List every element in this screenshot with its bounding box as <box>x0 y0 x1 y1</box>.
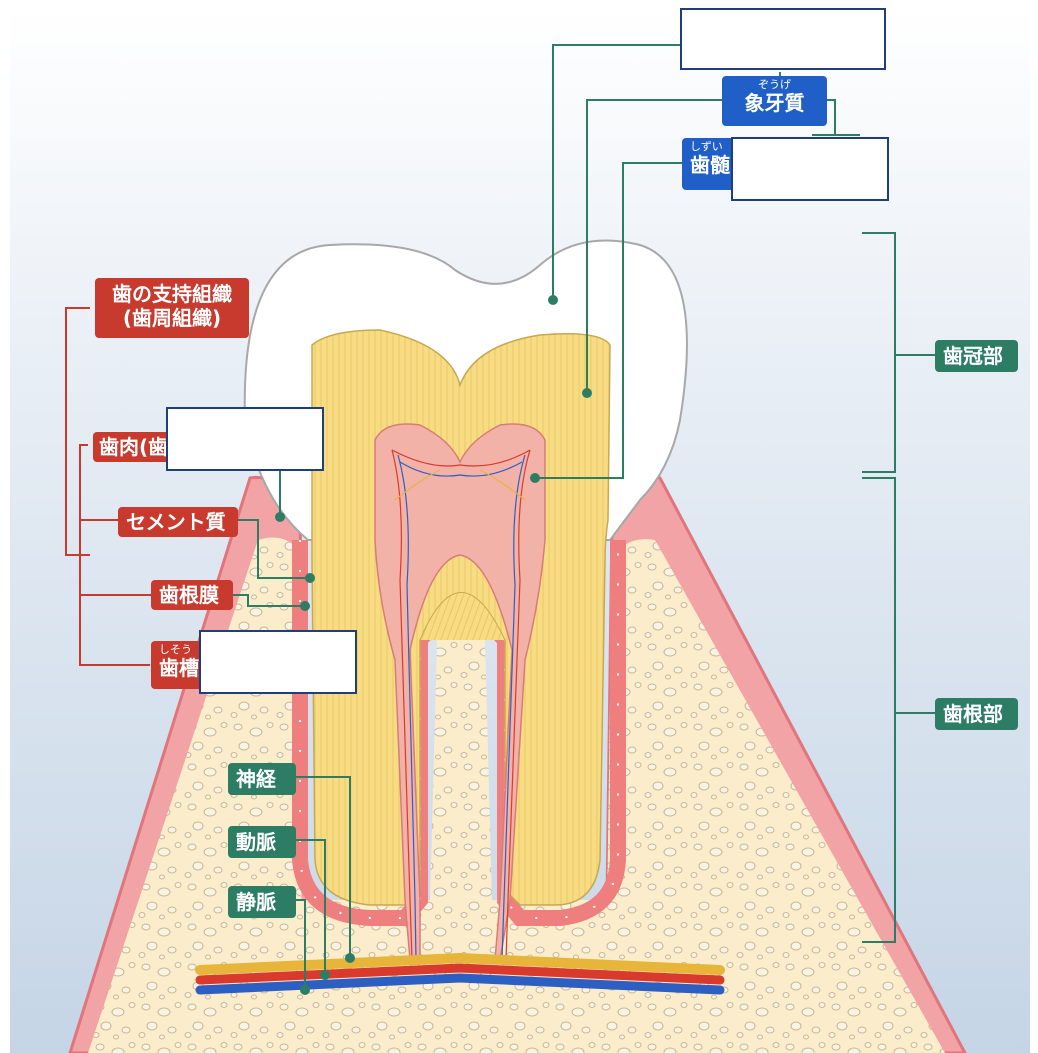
alveolar-bone-text: 歯槽 <box>159 656 203 680</box>
vein-label: 静脈 <box>228 886 296 918</box>
pulp-ruby: しずい <box>690 141 734 153</box>
answer-box-gingiva[interactable] <box>166 407 324 471</box>
crown-label: 歯冠部 <box>935 340 1018 372</box>
alveolar-bone-ruby: しそう <box>159 644 203 656</box>
periodontal-ligament-label: 歯根膜 <box>151 580 233 610</box>
dentin-ruby: ぞうげ <box>730 79 819 91</box>
artery-text: 動脈 <box>236 830 288 854</box>
periodontal-ligament-text: 歯根膜 <box>159 583 225 607</box>
nerve-text: 神経 <box>236 767 288 791</box>
vein-text: 静脈 <box>236 890 288 914</box>
support-tissue-title: 歯の支持組織 <box>101 282 243 306</box>
pulp-text: 歯髄 <box>690 153 734 177</box>
answer-box-pulp[interactable] <box>731 137 889 201</box>
root-label: 歯根部 <box>935 698 1018 730</box>
cementum-text: セメント質 <box>126 510 230 534</box>
nerve-label: 神経 <box>228 763 296 795</box>
answer-box-alveolar-bone[interactable] <box>199 630 357 694</box>
dentin-label: ぞうげ 象牙質 <box>722 76 827 126</box>
cementum-label: セメント質 <box>118 507 238 537</box>
root-text: 歯根部 <box>943 702 1010 726</box>
support-tissue-subtitle: (歯周組織) <box>101 306 243 330</box>
answer-box-enamel[interactable] <box>680 8 886 70</box>
dentin-text: 象牙質 <box>730 91 819 115</box>
support-tissue-label: 歯の支持組織 (歯周組織) <box>95 278 249 338</box>
artery-label: 動脈 <box>228 826 296 858</box>
interradicular-bone <box>430 625 492 900</box>
crown-text: 歯冠部 <box>943 344 1010 368</box>
